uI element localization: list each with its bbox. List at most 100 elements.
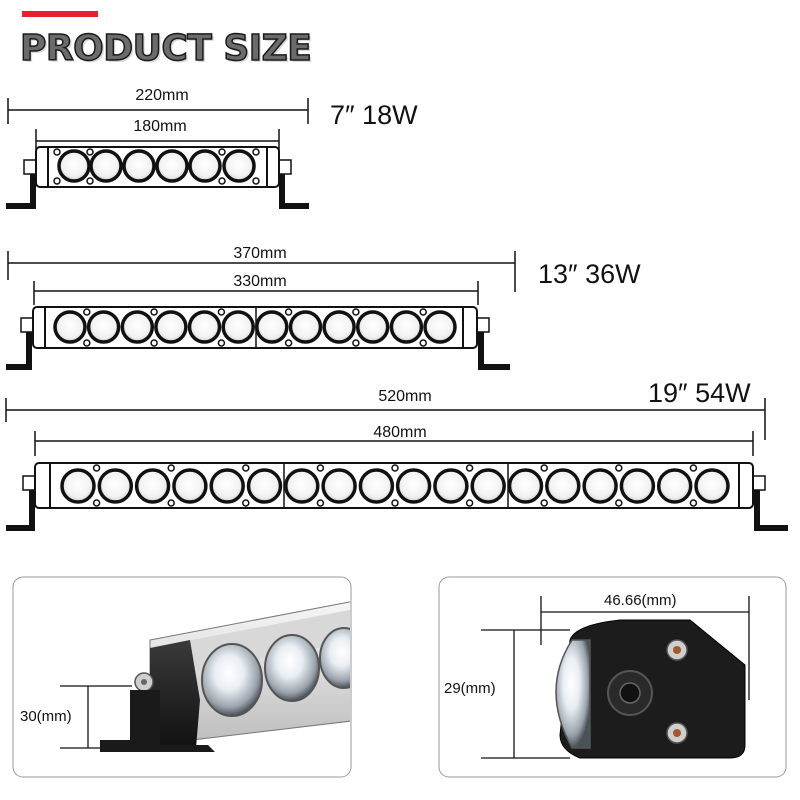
end-width-label: 46.66(mm) — [604, 592, 677, 609]
lens — [134, 468, 171, 504]
lens — [694, 468, 730, 504]
spec-19in: 19″ 54W — [648, 378, 751, 408]
lens — [322, 310, 356, 344]
mount-hole — [465, 499, 474, 507]
left-bolt — [22, 475, 36, 491]
lens — [221, 310, 255, 344]
left-bolt — [20, 317, 34, 333]
left-bracket — [6, 488, 37, 531]
mount-hole — [419, 339, 427, 347]
bracket-detail-panel — [12, 576, 352, 778]
lens — [507, 468, 544, 504]
right-bolt — [476, 317, 490, 333]
overall-length-7in: 220mm — [135, 87, 188, 104]
lens — [154, 310, 188, 344]
lens — [53, 310, 87, 344]
lens-row-7in — [53, 148, 260, 185]
page-title: PRODUCT SIZE — [19, 27, 312, 70]
lens — [86, 310, 121, 344]
lens — [470, 468, 506, 504]
right-bolt — [752, 475, 766, 491]
dimension-body-13in — [33, 281, 479, 305]
body-length-7in: 180mm — [133, 118, 186, 135]
overall-length-13in: 370mm — [233, 245, 286, 262]
lens — [284, 468, 320, 504]
right-bracket — [476, 331, 510, 370]
mount-hole — [284, 308, 293, 316]
lens — [656, 468, 693, 504]
lens — [97, 468, 134, 504]
mount-hole — [465, 464, 474, 472]
mount-hole — [150, 308, 158, 316]
lens — [255, 310, 289, 344]
mount-hole — [217, 339, 226, 347]
mount-hole — [316, 499, 325, 507]
mount-hole — [83, 339, 91, 347]
body-length-19in: 480mm — [373, 424, 426, 441]
light-bar-13in: 370mm 330mm 13″ 36W — [6, 245, 641, 370]
mount-hole — [352, 308, 360, 316]
right-bolt — [278, 159, 292, 175]
mount-hole — [284, 339, 293, 347]
mount-hole — [352, 339, 360, 347]
lens — [321, 468, 357, 504]
mount-hole — [92, 464, 101, 472]
lens — [582, 468, 618, 504]
mount-hole — [92, 499, 101, 507]
lens-row-13in — [53, 308, 457, 347]
body-length-13in: 330mm — [233, 273, 286, 290]
dimension-overall-19in — [5, 398, 766, 440]
lens — [120, 310, 155, 344]
mount-hole — [150, 339, 158, 347]
mount-hole — [540, 464, 548, 472]
end-view-detail-panel — [438, 576, 787, 778]
spec-7in: 7″ 18W — [330, 100, 418, 130]
mount-hole — [391, 464, 399, 472]
dimension-end-width — [540, 596, 750, 700]
dimension-overall-13in — [7, 251, 516, 292]
light-bar-19in: 520mm 480mm 19″ 54W — [5, 378, 788, 531]
mount-hole — [689, 499, 698, 507]
mount-hole — [540, 499, 548, 507]
mount-hole — [419, 308, 427, 316]
bracket-height-label: 30(mm) — [20, 708, 72, 725]
mount-hole — [167, 499, 175, 507]
spec-13in: 13″ 36W — [538, 259, 641, 289]
mount-hole — [391, 499, 399, 507]
lens — [288, 310, 323, 344]
light-bar-7in: 220mm 180mm 7″ 18W — [6, 87, 418, 209]
end-height-label: 29(mm) — [444, 680, 496, 697]
mount-hole — [242, 499, 250, 507]
mount-hole — [689, 464, 698, 472]
title-accent-bar — [22, 11, 98, 17]
lens — [619, 468, 656, 504]
left-bolt — [23, 159, 37, 175]
dimension-end-height — [481, 629, 570, 759]
lens — [172, 468, 208, 504]
lens — [423, 310, 457, 344]
left-bracket — [6, 331, 34, 370]
overall-length-19in: 520mm — [378, 388, 431, 405]
mount-hole — [316, 464, 325, 472]
lens — [60, 468, 96, 504]
lens-row-19in — [60, 464, 730, 507]
lens — [389, 310, 424, 344]
mount-hole — [615, 464, 623, 472]
mount-hole — [615, 499, 623, 507]
lens — [209, 468, 245, 504]
lens — [355, 310, 390, 344]
mount-hole — [242, 464, 250, 472]
mount-hole — [217, 308, 226, 316]
dimension-overall-7in — [7, 98, 309, 124]
left-bracket — [6, 168, 38, 209]
dimension-body-7in — [35, 129, 280, 150]
lens — [358, 468, 395, 504]
lens — [395, 468, 432, 504]
mount-hole — [167, 464, 175, 472]
lens — [433, 468, 469, 504]
lens — [246, 468, 283, 504]
lens — [187, 310, 222, 344]
right-bracket — [752, 488, 788, 531]
lens — [545, 468, 581, 504]
